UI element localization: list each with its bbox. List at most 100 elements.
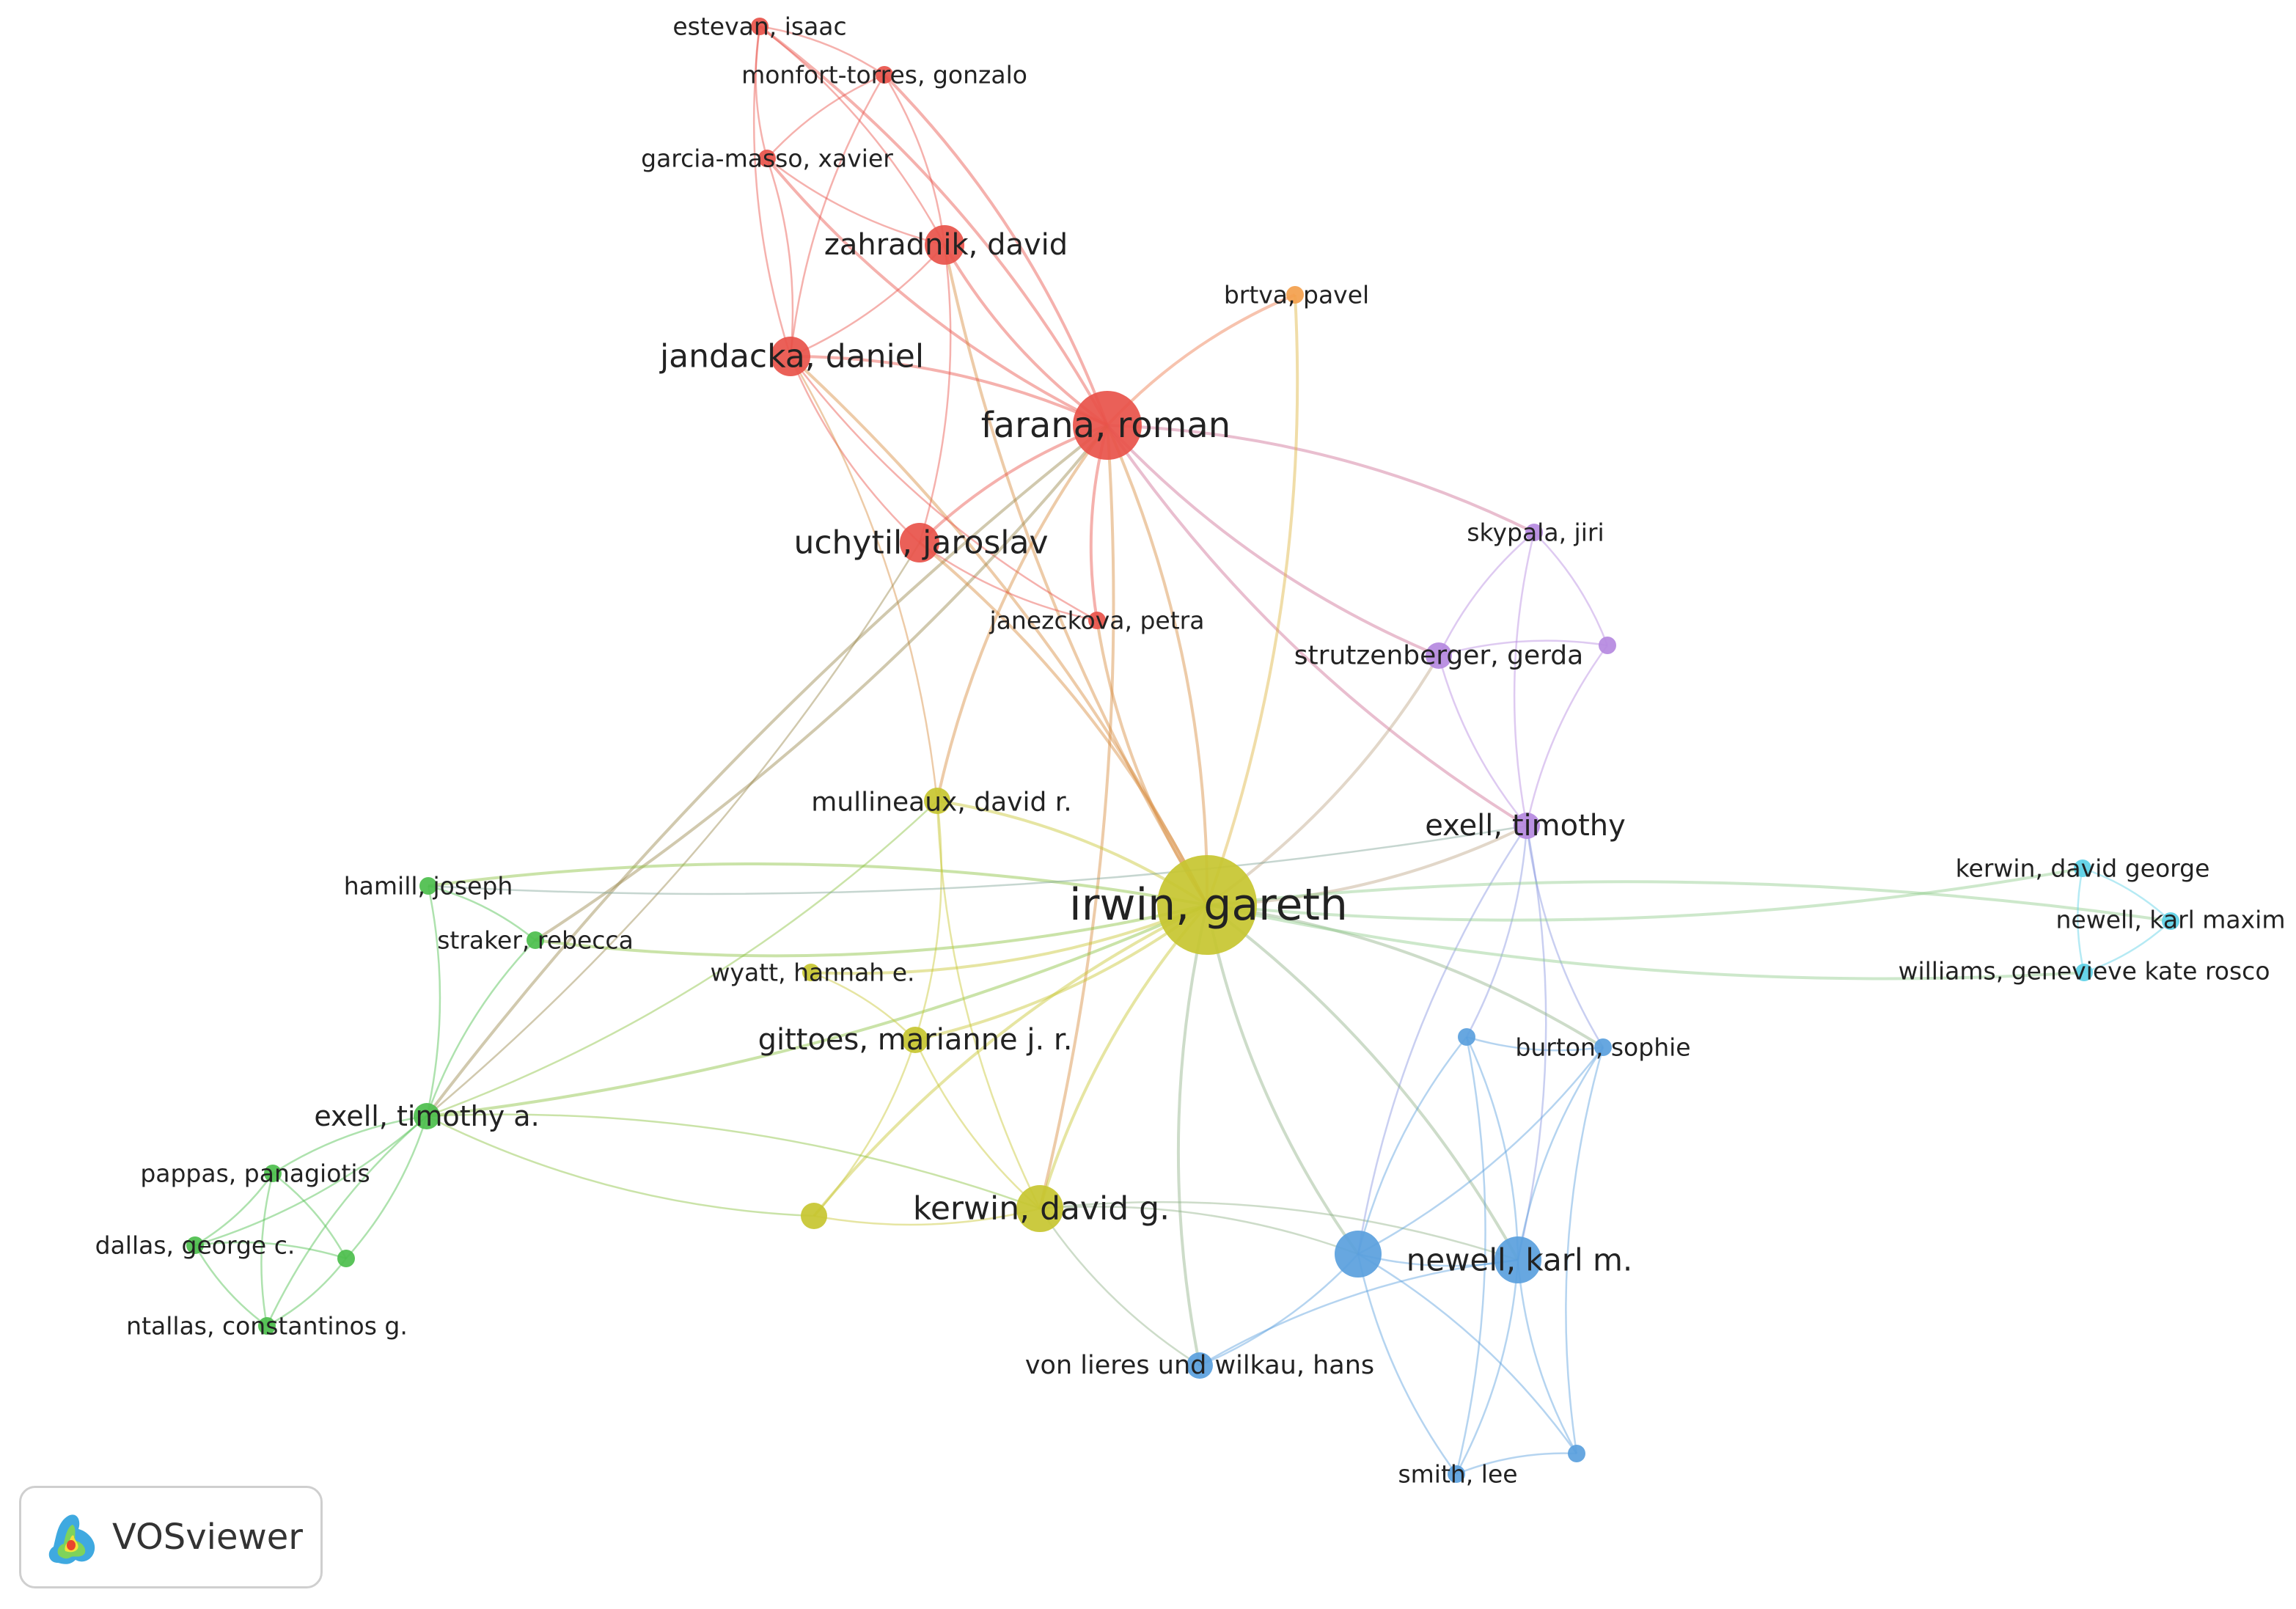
link-irwin-hamill (428, 862, 1208, 906)
node-label-strutzenberger: strutzenberger, gerda (1294, 641, 1583, 671)
link-exell_ta-hamill (425, 885, 441, 1117)
node-exell_ta[interactable] (414, 1103, 440, 1129)
node-yellow_unlabeled[interactable] (801, 1203, 827, 1229)
node-exell_t[interactable] (1514, 813, 1540, 839)
link-exell_t-blue_small1 (1465, 825, 1528, 1038)
node-label-kerwin_dgeo: kerwin, david george (1956, 854, 2210, 883)
link-irwin-exell_ta (426, 904, 1208, 1118)
node-burton[interactable] (1594, 1038, 1612, 1056)
link-kerwin_dg-exell_ta (426, 1113, 1041, 1210)
node-newell_km2[interactable] (2162, 912, 2179, 930)
link-farana-straker (534, 424, 1109, 942)
link-estevan-farana (758, 25, 1109, 426)
link-zahradnik-uchytil (918, 244, 952, 543)
link-zahradnik-farana (943, 244, 1109, 427)
node-williams[interactable] (2075, 964, 2093, 981)
link-exell_t-burton (1525, 825, 1604, 1048)
node-garcia[interactable] (758, 150, 776, 167)
node-jandacka[interactable] (771, 337, 810, 376)
link-hamill-exell_t (428, 824, 1527, 895)
link-dallas-green_unlabeled (194, 1241, 347, 1260)
link-garcia-jandacka (766, 158, 794, 357)
link-newell_km-smith (1455, 1259, 1519, 1475)
node-blue_big[interactable] (1335, 1231, 1382, 1278)
node-straker[interactable] (527, 931, 544, 949)
link-newell_km-blue_small1 (1465, 1036, 1519, 1261)
node-smith[interactable] (1448, 1465, 1465, 1483)
node-wyatt[interactable] (802, 964, 820, 981)
link-garcia-zahradnik (766, 158, 945, 246)
node-uchytil[interactable] (900, 523, 939, 562)
node-janezckova[interactable] (1088, 612, 1106, 629)
node-irwin[interactable] (1157, 855, 1257, 955)
link-mullineaux-gittoes (914, 800, 943, 1041)
node-label-brtva: brtva, pavel (1224, 281, 1369, 309)
node-kerwin_dg[interactable] (1016, 1185, 1063, 1232)
node-estevan[interactable] (751, 18, 769, 35)
node-hamill[interactable] (419, 877, 437, 895)
link-blue_big-blue_small2 (1357, 1253, 1578, 1454)
node-skypala[interactable] (1525, 524, 1543, 541)
link-monfort-garcia (766, 73, 885, 159)
node-monfort[interactable] (876, 66, 893, 84)
vosviewer-logo: VOSviewer (19, 1486, 323, 1588)
node-label-uchytil: uchytil, jaroslav (793, 524, 1048, 562)
link-brtva-irwin (1206, 294, 1299, 906)
link-monfort-zahradnik (883, 74, 946, 246)
link-kerwin_dgeo-newell_km2 (2082, 867, 2171, 922)
link-skypala-exell_t (1513, 532, 1536, 827)
link-gittoes-kerwin_dg (914, 1039, 1041, 1209)
link-farana-kerwin_dg (1038, 425, 1115, 1209)
link-farana-exell_t (1106, 424, 1528, 827)
node-label-monfort: monfort-torres, gonzalo (741, 61, 1027, 89)
link-jandacka-mullineaux (789, 356, 939, 802)
node-gittoes[interactable] (902, 1027, 928, 1053)
link-irwin-wyatt (810, 904, 1208, 975)
link-burton-blue_small2 (1565, 1047, 1604, 1454)
link-kerwin_dg-blue_big (1039, 1206, 1359, 1256)
node-label-skypala: skypala, jiri (1467, 518, 1604, 547)
node-strutzenberger[interactable] (1426, 642, 1452, 669)
link-skypala-purple_unlabeled (1533, 532, 1609, 646)
link-jandacka-irwin (789, 355, 1208, 906)
node-green_unlabeled[interactable] (337, 1250, 355, 1267)
link-irwin-burton (1206, 904, 1604, 1049)
link-kerwin_dgeo-williams (2077, 868, 2086, 973)
node-vonlieres[interactable] (1186, 1352, 1213, 1379)
link-newell_km2-williams (2083, 920, 2171, 974)
node-label-vonlieres: von lieres und wilkau, hans (1025, 1351, 1374, 1380)
link-blue_big-vonlieres (1199, 1253, 1359, 1367)
link-burton-blue_small1 (1466, 1036, 1604, 1052)
link-estevan-garcia (755, 26, 769, 159)
node-brtva[interactable] (1286, 286, 1304, 304)
link-farana-irwin (1106, 425, 1209, 906)
node-blue_small2[interactable] (1568, 1445, 1585, 1462)
node-zahradnik[interactable] (925, 225, 964, 265)
node-farana[interactable] (1073, 391, 1142, 460)
link-smith-blue_small2 (1456, 1452, 1577, 1476)
node-label-janezckova: janezckova, petra (989, 606, 1205, 635)
link-kerwin_dg-vonlieres (1038, 1208, 1200, 1367)
node-purple_unlabeled[interactable] (1599, 637, 1616, 654)
node-mullineaux[interactable] (924, 788, 950, 814)
node-dallas[interactable] (186, 1236, 204, 1254)
node-pappas[interactable] (264, 1165, 282, 1182)
link-purple_unlabeled-exell_t (1525, 645, 1609, 827)
node-label-farana: farana, roman (981, 405, 1230, 446)
link-farana-strutzenberger (1106, 424, 1439, 657)
node-label-kerwin_dg: kerwin, david g. (913, 1190, 1170, 1228)
node-label-newell_km2: newell, karl maxim (2055, 906, 2285, 934)
link-estevan-zahradnik (759, 26, 946, 246)
node-kerwin_dgeo[interactable] (2074, 860, 2091, 877)
link-irwin-newell_km2 (1206, 880, 2171, 923)
link-irwin-newell_km (1206, 904, 1519, 1261)
link-blue_big-burton (1357, 1047, 1604, 1256)
link-kerwin_dg-newell_km (1039, 1201, 1519, 1261)
link-blue_big-blue_small1 (1357, 1036, 1467, 1255)
node-newell_km[interactable] (1494, 1236, 1541, 1283)
node-label-burton: burton, sophie (1515, 1033, 1690, 1062)
node-ntallas[interactable] (258, 1317, 276, 1335)
nodes-layer (186, 18, 2179, 1483)
node-blue_small1[interactable] (1458, 1028, 1475, 1046)
